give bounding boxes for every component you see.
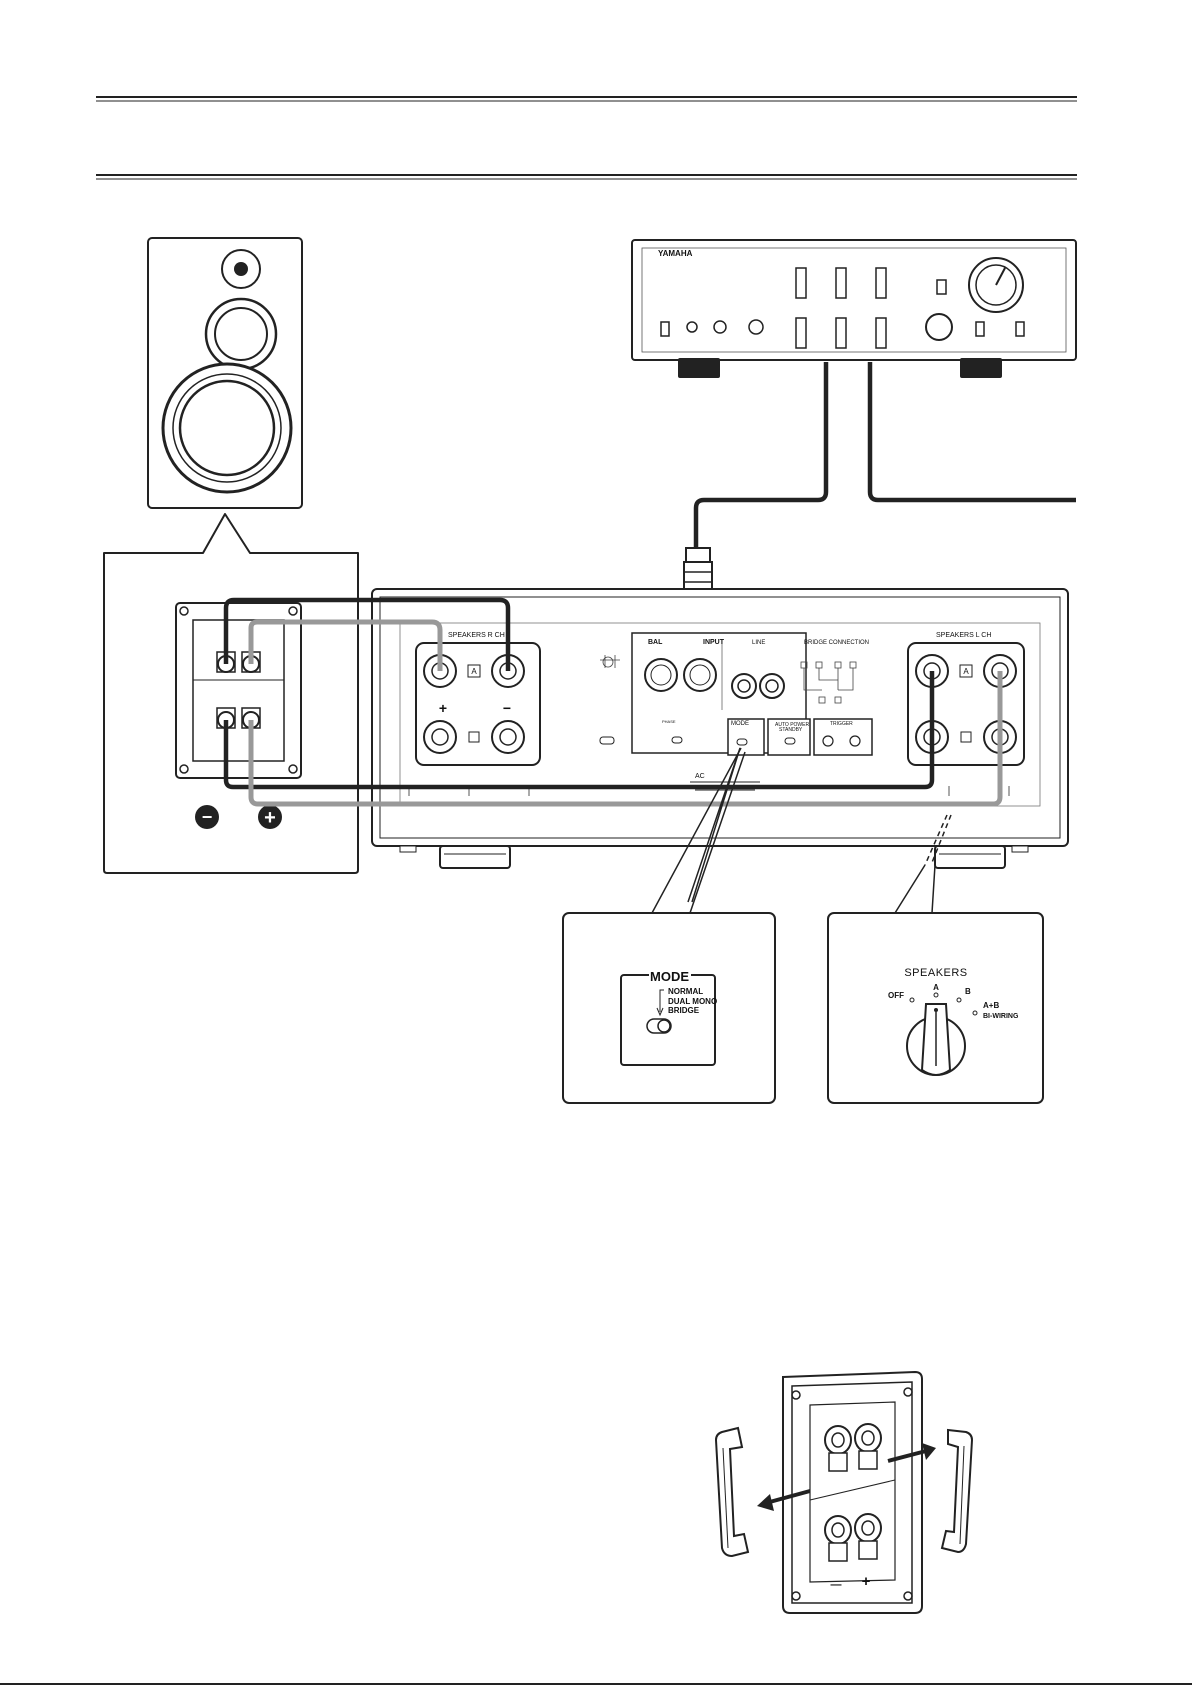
mode-callout: MODE NORMAL DUAL MONO BRIDGE bbox=[563, 913, 775, 1103]
binding-post bbox=[855, 1514, 881, 1559]
mode-option-bridge: BRIDGE bbox=[668, 1006, 700, 1015]
speaker-terminal-callout: − + bbox=[104, 514, 358, 873]
tweeter-icon bbox=[222, 250, 260, 288]
xlr-jack bbox=[645, 659, 677, 691]
plus-label: + bbox=[439, 700, 447, 716]
terminal-a-label: A bbox=[963, 667, 969, 676]
plus-symbol-label: + bbox=[264, 807, 276, 829]
standby-label: STANDBY bbox=[779, 727, 803, 733]
terminal-knob bbox=[492, 721, 524, 753]
header-rules bbox=[96, 97, 1077, 179]
xlr-jack bbox=[684, 659, 716, 691]
speakers-pos-off: OFF bbox=[888, 991, 904, 1000]
terminal-knob bbox=[424, 721, 456, 753]
auto-power-standby: AUTO POWER STANDBY bbox=[768, 719, 810, 755]
bridge-label: BRIDGE CONNECTION bbox=[804, 640, 869, 646]
jumper-bar-left bbox=[716, 1428, 748, 1556]
front-panel-unit: YAMAHA bbox=[632, 240, 1076, 378]
ac-label: AC bbox=[695, 773, 705, 780]
balanced-cable bbox=[696, 362, 826, 548]
woofer-icon bbox=[163, 364, 291, 492]
brand-logo: YAMAHA bbox=[658, 249, 693, 258]
minus-label: − bbox=[503, 700, 511, 716]
trigger-label: TRIGGER bbox=[830, 721, 853, 727]
speakers-r-terminals: A + − bbox=[416, 643, 540, 765]
mode-option-dual-mono: DUAL MONO bbox=[668, 997, 717, 1006]
speakers-l-terminals: A bbox=[908, 643, 1024, 765]
jumper-bar-right bbox=[942, 1430, 972, 1552]
speakers-pos-b: B bbox=[965, 987, 971, 996]
bi-wiring-terminal-illustration: — + bbox=[716, 1372, 972, 1613]
speakers-pos-biwiring: BI-WIRING bbox=[983, 1013, 1019, 1020]
speakers-pos-ab: A+B bbox=[983, 1001, 999, 1010]
mode-toggle-icon bbox=[647, 1019, 671, 1033]
binding-post bbox=[825, 1516, 851, 1561]
speakers-callout-title: SPEAKERS bbox=[904, 967, 967, 979]
speakers-r-label: SPEAKERS R CH bbox=[448, 632, 505, 639]
mode-callout-title: MODE bbox=[650, 969, 689, 984]
mode-label: MODE bbox=[731, 721, 749, 727]
input-label: INPUT bbox=[703, 639, 725, 646]
binding-post bbox=[855, 1424, 881, 1469]
minus-symbol-icon: − bbox=[195, 805, 219, 829]
bal-label: BAL bbox=[648, 639, 663, 646]
front-knob bbox=[969, 258, 1023, 312]
speakers-pos-a: A bbox=[933, 983, 939, 992]
speaker-cabinet bbox=[148, 238, 302, 508]
speaker-terminal-plate bbox=[176, 603, 301, 778]
bottom-plus-label: + bbox=[862, 1573, 871, 1590]
midrange-driver-icon bbox=[206, 299, 276, 369]
cable-to-other-unit bbox=[870, 362, 1076, 500]
line-label: LINE bbox=[752, 640, 765, 646]
rca-jack bbox=[760, 674, 784, 698]
trigger-block: TRIGGER bbox=[814, 719, 872, 755]
rca-jack bbox=[732, 674, 756, 698]
phase-label: PHASE bbox=[662, 719, 676, 724]
mode-switch-rear: MODE bbox=[728, 719, 764, 755]
speakers-callout: SPEAKERS OFF A B A+B BI-WIRING bbox=[828, 913, 1043, 1103]
plus-symbol-icon: + bbox=[258, 805, 282, 829]
terminal-a-label: A bbox=[471, 667, 477, 676]
minus-symbol-label: − bbox=[202, 807, 213, 827]
speakers-l-label: SPEAKERS L CH bbox=[936, 632, 991, 639]
bottom-minus-label: — bbox=[831, 1579, 842, 1591]
mode-option-normal: NORMAL bbox=[668, 987, 703, 996]
binding-post bbox=[825, 1426, 851, 1471]
